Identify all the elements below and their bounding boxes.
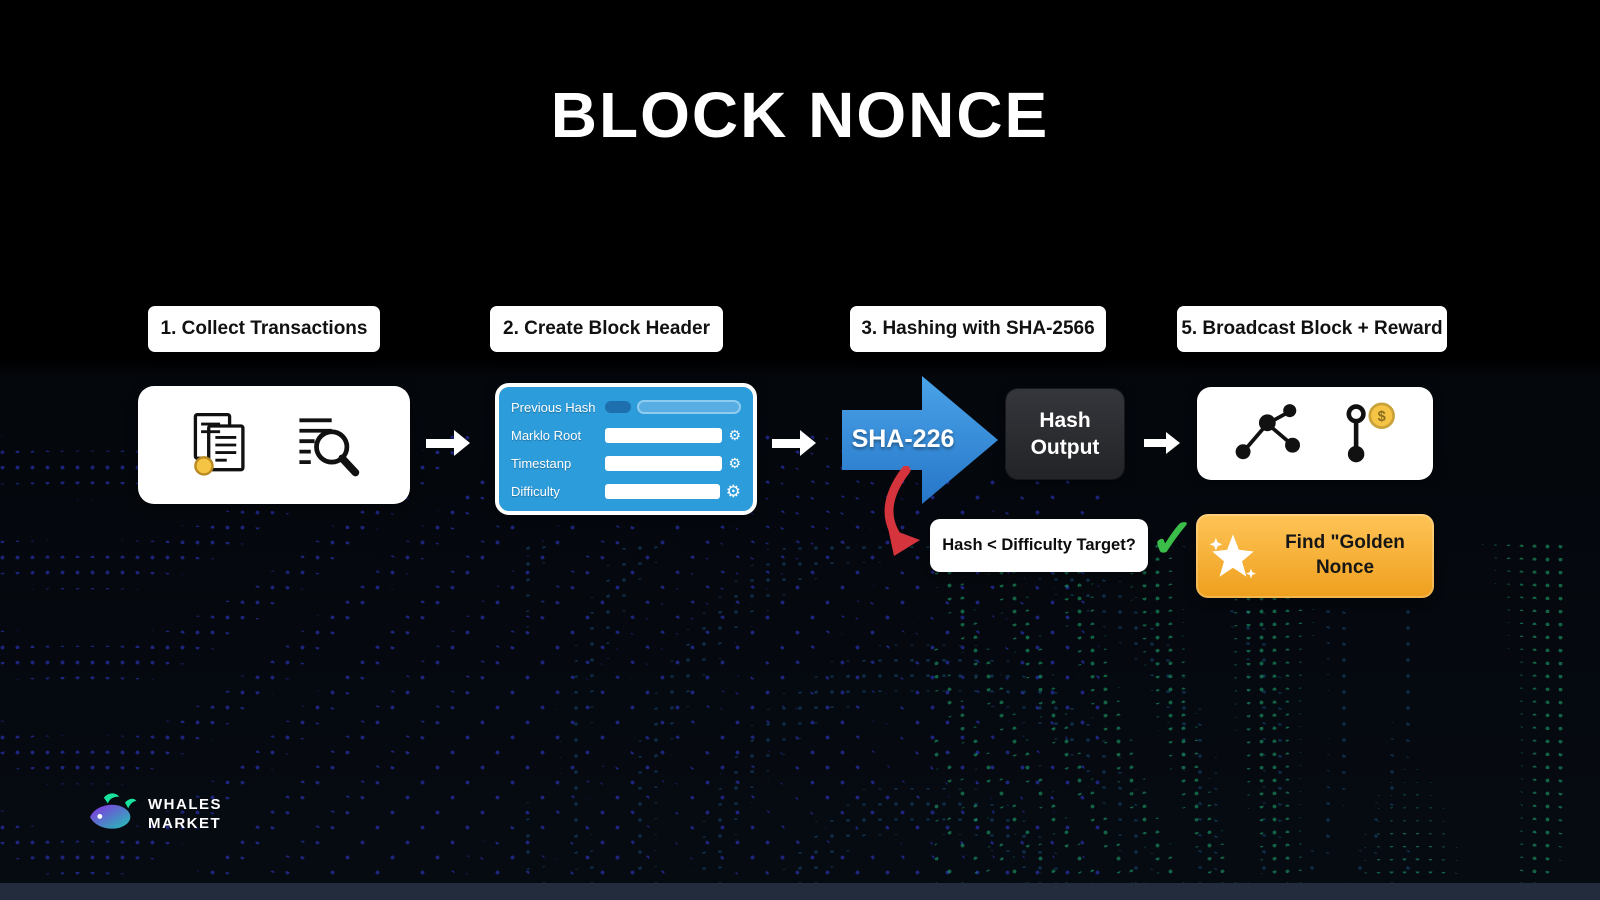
checkmark-icon: ✓ bbox=[1150, 509, 1196, 569]
step-label-hashing: 3. Hashing with SHA-2566 bbox=[850, 306, 1106, 352]
golden-nonce-box: Find "Golden Nonce bbox=[1196, 514, 1434, 598]
golden-line1: Find "Golden bbox=[1285, 532, 1405, 554]
sha-arrow: SHA-226 bbox=[842, 366, 998, 514]
hash-output-box: Hash Output bbox=[1006, 389, 1124, 479]
collect-transactions-card bbox=[138, 386, 410, 504]
whale-icon bbox=[90, 793, 137, 829]
gear-icon: ⚙ bbox=[728, 427, 741, 443]
logo-line2: MARKET bbox=[148, 815, 222, 832]
difficulty-input bbox=[605, 483, 720, 499]
arrow-shaft bbox=[426, 438, 454, 448]
hash-pill-light bbox=[637, 400, 741, 414]
svg-text:$: $ bbox=[1378, 409, 1386, 425]
merkle-root-input bbox=[605, 427, 723, 443]
field-label: Marklo Root bbox=[511, 427, 582, 443]
documents-icon bbox=[193, 412, 245, 476]
block-header-row-previous-hash: Previous Hash bbox=[511, 396, 741, 418]
sha-label: SHA-226 bbox=[851, 425, 955, 453]
golden-nonce-label: Find "Golden Nonce bbox=[1266, 531, 1424, 580]
step-label-header: 2. Create Block Header bbox=[490, 306, 723, 352]
field-label: Timestanp bbox=[511, 455, 572, 471]
flow-arrow-2 bbox=[772, 430, 816, 456]
gear-icon: ⚙ bbox=[725, 481, 741, 501]
step-label-collect: 1. Collect Transactions bbox=[148, 306, 380, 352]
logo-text: WHALES MARKET bbox=[148, 795, 222, 834]
logo-line1: WHALES bbox=[148, 795, 222, 813]
star-icon bbox=[1209, 534, 1256, 579]
big-blue-arrow-icon bbox=[842, 376, 998, 504]
arrow-head bbox=[800, 430, 816, 456]
arrow-shaft bbox=[1144, 439, 1166, 447]
block-header-row-merkle-root: Marklo Root ⚙ bbox=[511, 424, 741, 446]
network-icon bbox=[1235, 403, 1300, 459]
search-document-icon bbox=[299, 418, 360, 477]
reward-coin-icon: $ bbox=[1346, 401, 1395, 462]
flow-arrow-3 bbox=[1144, 432, 1180, 454]
gear-icon: ⚙ bbox=[728, 455, 741, 471]
bottom-bar bbox=[0, 883, 1600, 900]
broadcast-card: $ bbox=[1197, 387, 1433, 480]
golden-line2: Nonce bbox=[1315, 557, 1375, 578]
difficulty-check-box: Hash < Difficulty Target? bbox=[930, 519, 1148, 572]
timestamp-input bbox=[605, 455, 723, 471]
block-header-row-difficulty: Difficulty ⚙ bbox=[511, 480, 741, 502]
arrow-head bbox=[454, 430, 470, 456]
field-label: Difficulty bbox=[511, 483, 560, 499]
field-label: Previous Hash bbox=[511, 399, 596, 415]
block-header-card: Previous Hash Marklo Root ⚙ Timestanp ⚙ … bbox=[495, 383, 757, 515]
red-curved-arrow bbox=[884, 466, 920, 556]
whales-market-logo: WHALES MARKET bbox=[86, 788, 222, 840]
step-label-broadcast: 5. Broadcast Block + Reward bbox=[1177, 306, 1447, 352]
arrow-head bbox=[1166, 432, 1180, 454]
flow-arrow-1 bbox=[426, 430, 470, 456]
page-title: BLOCK NONCE bbox=[550, 79, 1050, 151]
hash-pill-dark bbox=[605, 401, 631, 413]
arrow-shaft bbox=[772, 438, 800, 448]
block-header-row-timestamp: Timestanp ⚙ bbox=[511, 452, 741, 474]
